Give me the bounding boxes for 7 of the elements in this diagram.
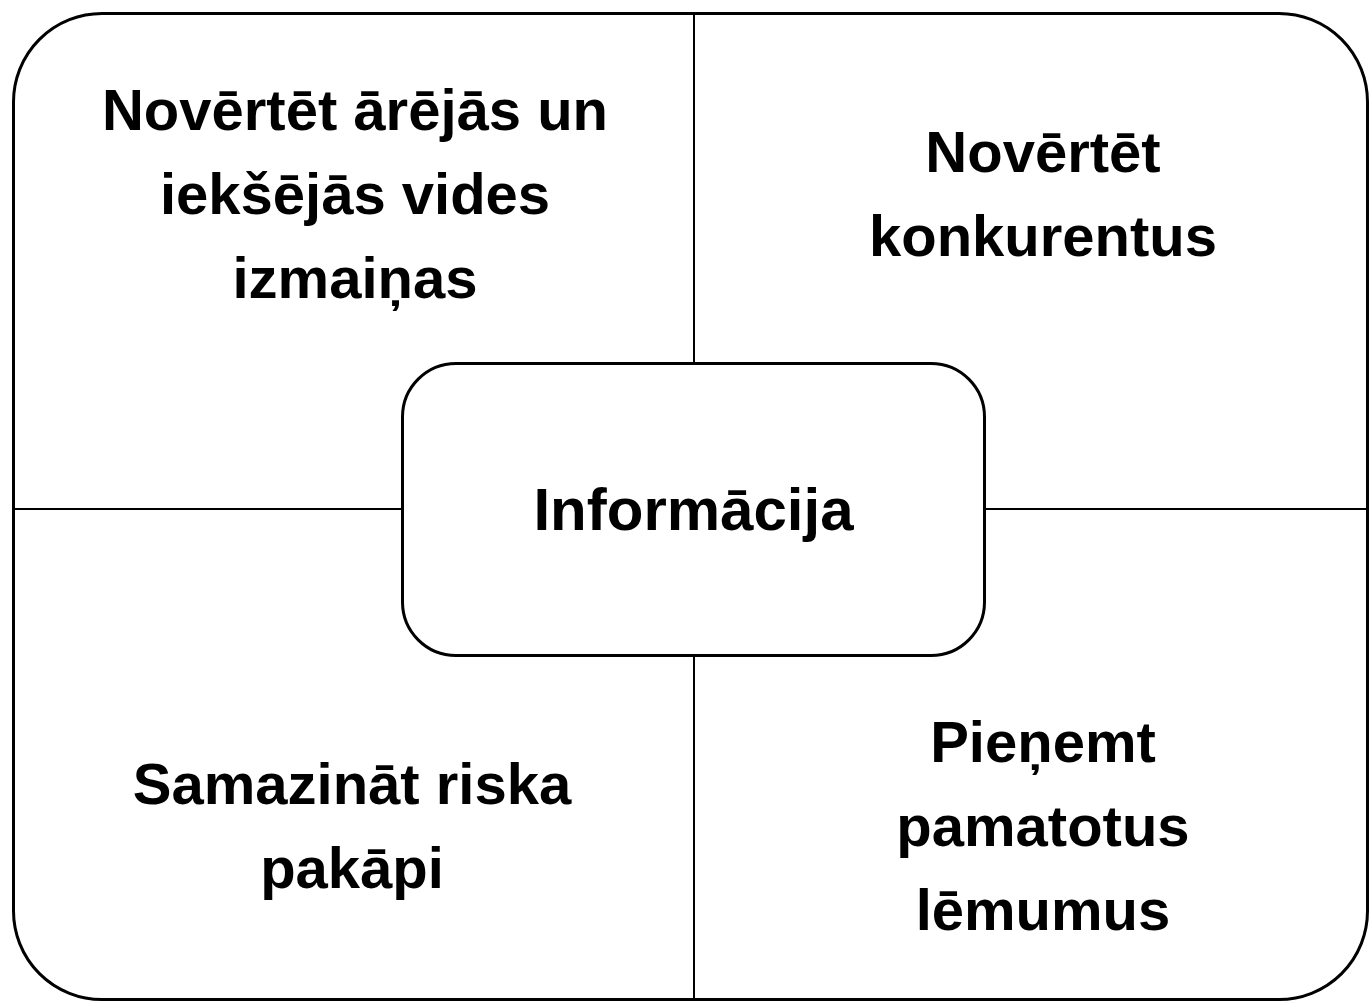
- quadrant-text: Samazināt riska pakāpi: [87, 742, 617, 910]
- center-box: [401, 362, 986, 657]
- quadrant-text: Novērtēt konkurentus: [813, 110, 1273, 278]
- center-label: Informācija: [533, 474, 854, 545]
- quadrant-text: Pieņemt pamatotus lēmumus: [823, 700, 1263, 952]
- quadrant-text: Novērtēt ārējās un iekšējās vides izmaiņas: [70, 68, 640, 320]
- frame-box: [12, 12, 1369, 1001]
